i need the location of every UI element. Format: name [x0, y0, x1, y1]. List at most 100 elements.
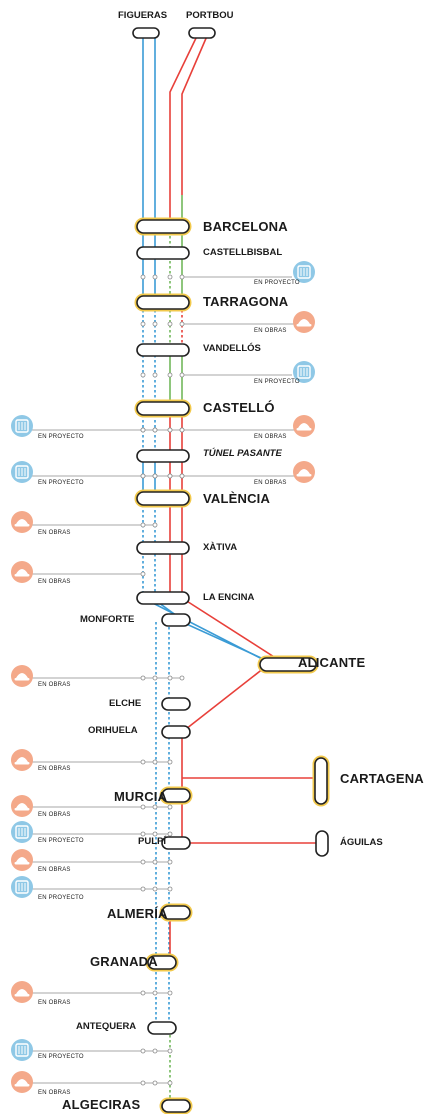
work-node — [167, 759, 173, 765]
work-node — [140, 990, 146, 996]
rail-lines — [142, 35, 318, 1104]
work-note: EN OBRAS — [254, 328, 287, 334]
hard-hat-icon — [11, 665, 33, 687]
station-label-xativa: XÀTIVA — [203, 542, 238, 553]
station-label-vandellos: VANDELLÓS — [203, 343, 261, 354]
work-node — [167, 859, 173, 865]
work-note: EN OBRAS — [38, 867, 71, 873]
station-marker-barcelona — [136, 219, 190, 234]
station-marker-elche — [161, 697, 191, 711]
station-marker-vandellos — [136, 343, 190, 357]
work-node — [179, 321, 185, 327]
hard-hat-icon — [11, 511, 33, 533]
station-marker-alicante — [259, 657, 317, 672]
work-node — [140, 831, 146, 837]
hard-hat-icon — [11, 849, 33, 871]
work-note: EN OBRAS — [38, 812, 71, 818]
work-note: EN OBRAS — [38, 1090, 71, 1096]
station-label-monforte: MONFORTE — [80, 614, 135, 625]
station-label-la-encina: LA ENCINA — [203, 592, 255, 603]
work-node — [140, 372, 146, 378]
station-label-castello: CASTELLÓ — [203, 400, 275, 415]
work-node — [152, 427, 158, 433]
work-node — [152, 886, 158, 892]
work-node — [167, 831, 173, 837]
work-node — [140, 759, 146, 765]
work-node — [152, 321, 158, 327]
hard-hat-brim — [14, 574, 30, 577]
work-node — [167, 886, 173, 892]
blueprint-frame — [297, 365, 311, 379]
hard-hat-brim — [296, 324, 312, 327]
station-marker-portbou — [188, 27, 216, 39]
station-marker-laencina — [136, 591, 190, 605]
work-note: EN OBRAS — [38, 1000, 71, 1006]
work-node — [152, 990, 158, 996]
hard-hat-shape — [16, 757, 28, 762]
blueprint-icon — [11, 821, 33, 843]
rail-line-segment — [169, 35, 198, 226]
work-node — [167, 1048, 173, 1054]
station-label-murcia: MURCIA — [114, 789, 168, 804]
station-marker-algeciras — [161, 1099, 191, 1113]
station-label-almeria: ALMERÍA — [107, 906, 168, 921]
work-node — [167, 372, 173, 378]
hard-hat-shape — [16, 569, 28, 574]
station-markers — [132, 27, 330, 1114]
work-node — [152, 473, 158, 479]
station-marker-murcia — [161, 788, 191, 803]
station-marker-tarragona — [136, 295, 190, 310]
hard-hat-icon — [11, 981, 33, 1003]
station-marker-castellbisbal — [136, 246, 190, 260]
blueprint-icon — [11, 415, 33, 437]
blueprint-icon — [11, 461, 33, 483]
work-node — [179, 427, 185, 433]
station-label-tarragona: TARRAGONA — [203, 294, 289, 309]
hard-hat-shape — [16, 519, 28, 524]
hard-hat-icon — [11, 1071, 33, 1093]
blueprint-frame — [15, 1043, 29, 1057]
station-marker-antequera — [147, 1021, 177, 1035]
work-node — [152, 372, 158, 378]
station-marker-granada — [147, 955, 177, 970]
work-node — [152, 804, 158, 810]
hard-hat-shape — [16, 673, 28, 678]
hard-hat-shape — [298, 469, 310, 474]
hard-hat-icon — [293, 461, 315, 483]
work-note: EN OBRAS — [38, 530, 71, 536]
hard-hat-brim — [14, 762, 30, 765]
work-node — [167, 804, 173, 810]
work-note: EN PROYECTO — [38, 838, 84, 844]
hard-hat-shape — [16, 989, 28, 994]
station-label-aguilas: ÁGUILAS — [340, 837, 383, 848]
station-marker-tunel — [136, 449, 190, 463]
blueprint-icon — [293, 361, 315, 383]
work-node — [140, 473, 146, 479]
hard-hat-shape — [16, 1079, 28, 1084]
station-marker-valencia — [136, 491, 190, 506]
work-node — [140, 274, 146, 280]
station-marker-monforte — [161, 613, 191, 627]
station-label-tunel-pasante: TÚNEL PASANTE — [203, 448, 282, 459]
hard-hat-icon — [11, 749, 33, 771]
work-note: EN OBRAS — [254, 434, 287, 440]
work-node — [179, 274, 185, 280]
blueprint-frame — [297, 265, 311, 279]
station-label-pulpi: PULPÍ — [138, 836, 166, 847]
station-marker-castello — [136, 401, 190, 416]
rail-line-segment — [181, 597, 283, 663]
work-node — [167, 675, 173, 681]
hard-hat-brim — [14, 808, 30, 811]
rail-line-segment — [185, 667, 265, 730]
hard-hat-brim — [14, 862, 30, 865]
work-note: EN PROYECTO — [38, 434, 84, 440]
hard-hat-brim — [296, 428, 312, 431]
work-node — [152, 274, 158, 280]
station-label-elche: ELCHE — [109, 698, 142, 709]
work-node — [152, 1048, 158, 1054]
work-node — [152, 1080, 158, 1086]
station-label-algeciras: ALGECIRAS — [62, 1097, 141, 1112]
work-note: EN PROYECTO — [38, 480, 84, 486]
work-node — [179, 372, 185, 378]
